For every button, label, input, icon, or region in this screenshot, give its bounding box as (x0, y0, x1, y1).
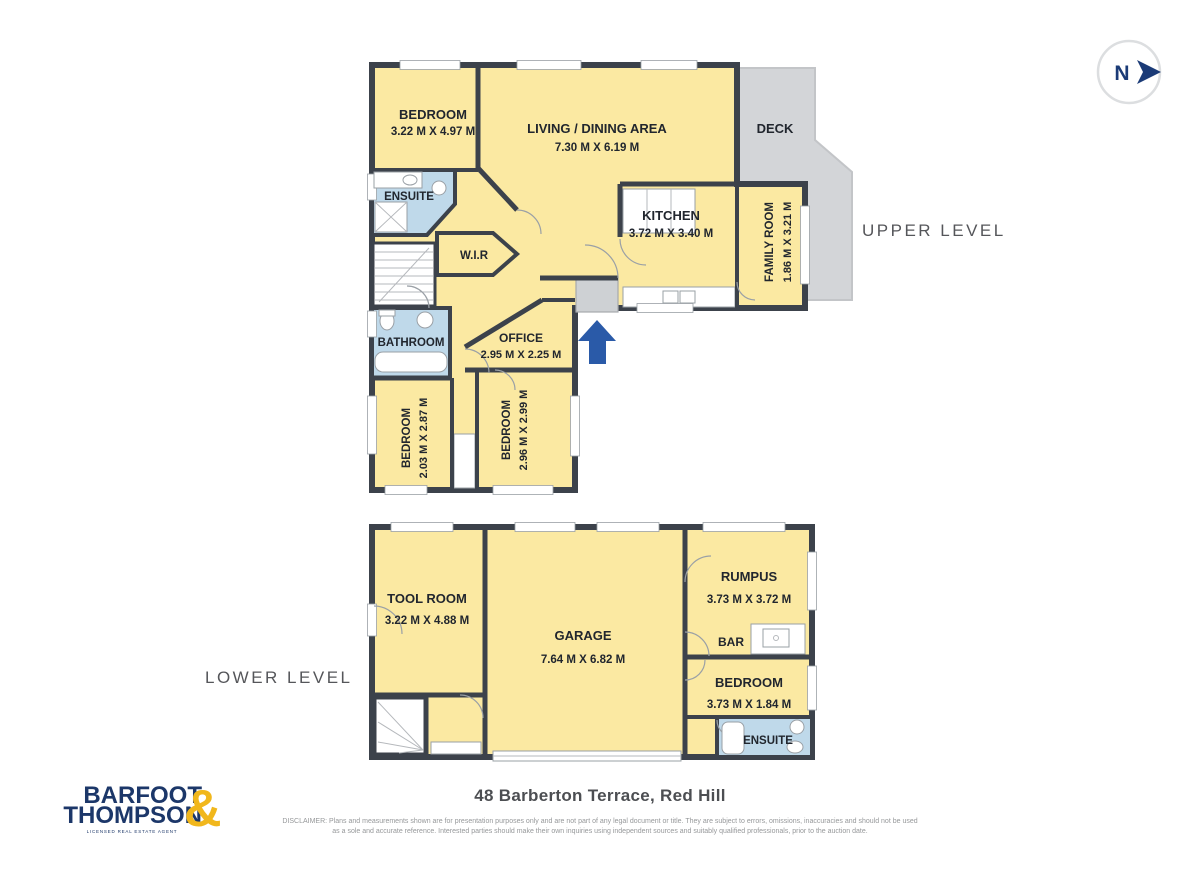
room-label-wir: W.I.R (460, 250, 489, 262)
room-label-kitchen: KITCHEN (642, 208, 700, 223)
kitchen-cabinets (622, 188, 736, 308)
room-label-rumpus: RUMPUS (721, 569, 778, 584)
entry-vestibule (575, 276, 619, 313)
logo-tagline: LICENSED REAL ESTATE AGENT (86, 829, 178, 834)
room-dims-bedroom-top: 3.22 M X 4.97 M (391, 126, 475, 138)
wir-room (435, 231, 521, 277)
closet (453, 433, 476, 489)
lower-level-floorplan: TOOL ROOM 3.22 M X 4.88 M GARAGE 7.64 M … (367, 522, 817, 762)
hall-closet (430, 741, 482, 755)
disclaimer-line1: DISCLAIMER: Plans and measurements shown… (282, 818, 918, 825)
upper-stairs (371, 241, 437, 308)
entry-arrow-icon (578, 320, 616, 364)
upper-level-floorplan: BEDROOM 3.22 M X 4.97 M LIVING / DINING … (367, 60, 853, 495)
room-label-bedroom-mid: BEDROOM (501, 400, 513, 460)
barfoot-thompson-logo: BARFOOT THOMPSON & LICENSED REAL ESTATE … (62, 780, 222, 838)
logo-line1: BARFOOT (83, 782, 202, 809)
room-dims-bedroom-mid: 2.96 M X 2.99 M (518, 390, 530, 471)
room-label-tool: TOOL ROOM (387, 591, 467, 606)
lower-level-title: LOWER LEVEL (205, 668, 353, 687)
room-label-living: LIVING / DINING AREA (527, 121, 667, 136)
room-dims-tool: 3.22 M X 4.88 M (385, 615, 469, 627)
lower-windows (367, 522, 817, 711)
room-dims-garage: 7.64 M X 6.82 M (541, 654, 625, 666)
lower-stairs (373, 696, 427, 756)
room-label-bedroom-left: BEDROOM (401, 408, 413, 468)
room-dims-bedroom-left: 2.03 M X 2.87 M (418, 398, 430, 479)
upper-interior-walls (372, 65, 805, 490)
room-dims-office: 2.95 M X 2.25 M (481, 349, 562, 361)
upper-level-title: UPPER LEVEL (862, 221, 1006, 240)
upper-doors (406, 209, 756, 391)
disclaimer: DISCLAIMER: Plans and measurements shown… (0, 817, 1200, 836)
lower-fixtures (721, 719, 805, 755)
upper-windows (367, 60, 810, 495)
room-label-family: FAMILY ROOM (764, 202, 776, 282)
room-dims-living: 7.30 M X 6.19 M (555, 142, 639, 154)
room-label-bathroom: BATHROOM (378, 337, 445, 349)
lower-interior-walls (372, 527, 812, 757)
room-label-ensuite-lower: ENSUITE (743, 735, 793, 747)
garage-door (492, 750, 682, 762)
room-label-bedroom-top: BEDROOM (399, 107, 467, 122)
room-dims-kitchen: 3.72 M X 3.40 M (629, 228, 713, 240)
compass: N (1096, 39, 1162, 105)
logo-ampersand: & (184, 780, 222, 838)
north-arrow-icon (1137, 60, 1161, 84)
room-label-garage: GARAGE (554, 628, 611, 643)
room-label-bar: BAR (718, 635, 744, 649)
property-address: 48 Barberton Terrace, Red Hill (474, 786, 726, 805)
room-label-ensuite: ENSUITE (384, 191, 434, 203)
logo-line2: THOMPSON (63, 802, 202, 829)
room-dims-bedroom-lower: 3.73 M X 1.84 M (707, 699, 791, 711)
room-label-bedroom-lower: BEDROOM (715, 675, 783, 690)
compass-north-label: N (1114, 62, 1129, 85)
disclaimer-line2: as a sole and accurate reference. Intere… (332, 827, 868, 835)
bar-counter (750, 623, 806, 655)
room-dims-rumpus: 3.73 M X 3.72 M (707, 594, 791, 606)
room-dims-family: 1.86 M X 3.21 M (782, 202, 794, 283)
room-label-office: OFFICE (499, 331, 543, 345)
upper-fixtures (373, 171, 448, 373)
room-label-deck: DECK (757, 121, 794, 136)
